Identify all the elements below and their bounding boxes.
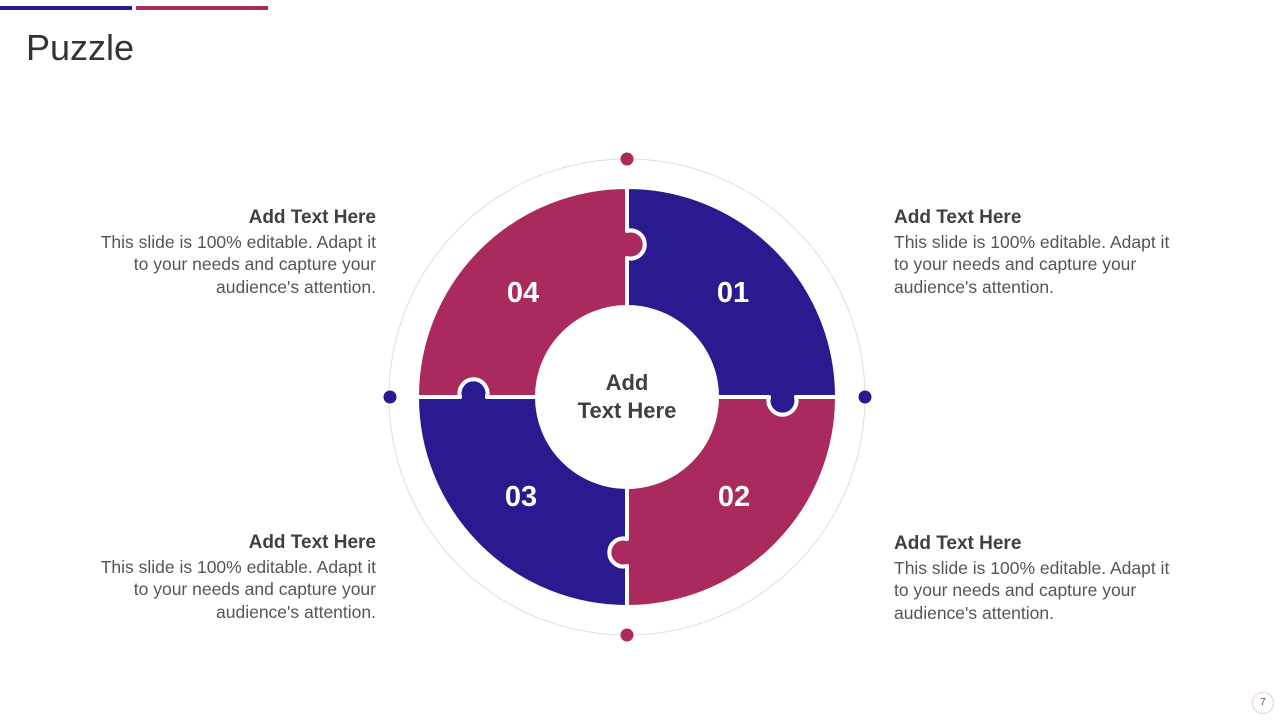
ring-dot-left (383, 390, 397, 404)
accent-bar-magenta (136, 6, 268, 10)
ring-dot-right (858, 390, 872, 404)
text-block-heading: Add Text Here (894, 207, 1022, 228)
accent-bar-navy (0, 6, 132, 10)
text-block-heading: Add Text Here (894, 533, 1022, 554)
center-label-line1: Add (606, 370, 649, 395)
page-title: Puzzle (26, 27, 135, 68)
center-label-line2: Text Here (578, 398, 677, 423)
text-block-body-line: audience's attention. (894, 277, 1054, 298)
text-block-body-line: This slide is 100% editable. Adapt it (100, 231, 376, 252)
text-block-heading: Add Text Here (248, 207, 376, 228)
page-number: 7 (1252, 692, 1274, 714)
ring-dot-bottom (620, 628, 634, 642)
text-block-body-line: This slide is 100% editable. Adapt it (100, 556, 376, 577)
center-circle (539, 309, 715, 485)
piece-number-03: 03 (505, 481, 537, 513)
text-block-body-line: audience's attention. (894, 603, 1054, 624)
text-block-body-line: to your needs and capture your (133, 254, 376, 275)
text-block-body-line: audience's attention. (216, 602, 376, 623)
text-block-body-line: This slide is 100% editable. Adapt it (894, 231, 1170, 252)
text-block-body-line: to your needs and capture your (894, 580, 1137, 601)
puzzle-piece-04 (415, 185, 647, 399)
text-block-body-line: This slide is 100% editable. Adapt it (894, 557, 1170, 578)
text-block-heading: Add Text Here (248, 532, 376, 553)
text-block-bottom-right: Add Text Here This slide is 100% editabl… (894, 532, 1214, 625)
text-block-bottom-left: Add Text Here This slide is 100% editabl… (56, 531, 376, 624)
text-block-top-left: Add Text Here This slide is 100% editabl… (56, 206, 376, 299)
text-block-body-line: to your needs and capture your (894, 254, 1137, 275)
piece-number-02: 02 (718, 481, 750, 513)
ring-dot-top (620, 152, 634, 166)
text-block-body-line: to your needs and capture your (133, 579, 376, 600)
piece-number-01: 01 (717, 277, 749, 309)
piece-number-04: 04 (507, 277, 539, 309)
text-block-top-right: Add Text Here This slide is 100% editabl… (894, 206, 1214, 299)
text-block-body-line: audience's attention. (216, 277, 376, 298)
